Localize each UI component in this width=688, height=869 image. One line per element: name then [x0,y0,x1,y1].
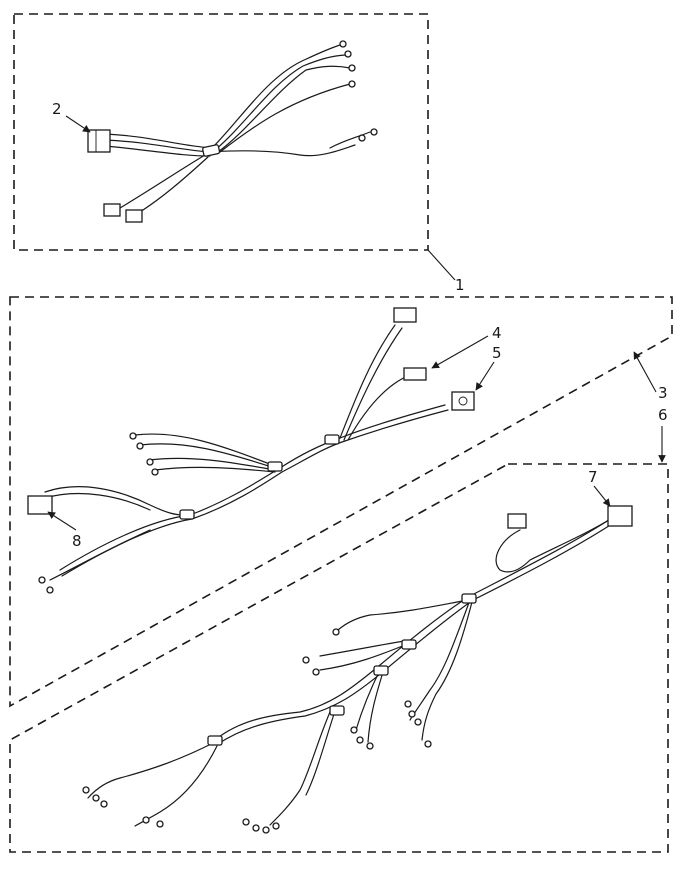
callout-5: 5 [475,344,502,391]
svg-text:4: 4 [492,324,502,342]
svg-text:8: 8 [72,532,82,550]
connector-7 [607,505,633,527]
kit-6-boundary [9,463,669,853]
callout-7: 7 [588,468,611,507]
harness-3 [27,307,475,594]
svg-text:6: 6 [658,406,668,424]
callout-3: 3 [633,351,668,402]
callout-6: 6 [658,406,668,463]
connector-2 [87,129,111,153]
callout-4: 4 [431,324,502,369]
connector-5 [451,391,475,411]
connector-8 [27,495,53,515]
kit-1-boundary [13,13,429,251]
callout-1: 1 [427,249,465,294]
harness-6 [82,505,633,834]
svg-text:1: 1 [455,276,465,294]
svg-text:3: 3 [658,384,668,402]
svg-text:2: 2 [52,100,62,118]
kit-3-boundary [9,296,673,708]
svg-text:7: 7 [588,468,598,486]
callout-2: 2 [52,100,91,133]
harness-2 [87,40,378,223]
callout-8: 8 [47,511,82,550]
svg-text:5: 5 [492,344,502,362]
